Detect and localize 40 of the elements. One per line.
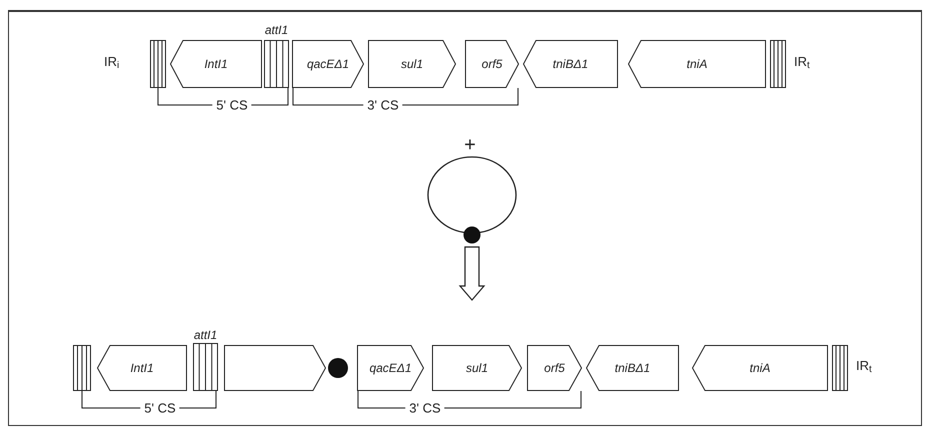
region-label: IR$_{t}$ [794,54,810,70]
gene-block [628,40,766,88]
repeat-block [73,345,91,391]
region-label: IR$_{t}$ [856,358,872,374]
recombination-dot [328,358,348,378]
site-label: attI1 [264,22,288,38]
gene-block [357,345,424,391]
gene-label: tniBΔ1 [552,57,588,71]
region-label: 5' CS [212,98,252,112]
repeat-block [770,40,786,88]
gene-label: orf5 [544,361,565,375]
gene-label: tniBΔ1 [614,361,650,375]
region-label: 3' CS [363,98,403,112]
gene-block [97,345,187,391]
gene-label: qacEΔ1 [306,57,350,71]
site-label: attI1 [194,327,218,343]
gene-label: sul1 [401,57,423,71]
gene-label: sul1 [466,361,488,375]
gene-block [368,40,456,88]
region-label: 3' CS [405,400,445,416]
gene-label: orf5 [482,57,502,71]
gene-label: tniA [686,57,708,71]
gene-block [586,345,679,391]
repeat-block [832,345,848,391]
gene-block [432,345,522,391]
gene-label: IntI1 [130,361,154,375]
gene-block [692,345,828,391]
cassette-circle [427,155,517,244]
gene-label: tniA [750,361,770,375]
gene-block [292,40,364,88]
gene-block [224,345,326,391]
gene-block [170,40,262,88]
gene-label: qacEΔ1 [369,361,412,375]
gene-block [527,345,582,391]
region-label: IR$_{i}$ [104,54,120,70]
gene-label: IntI1 [204,57,228,71]
gene-block [465,40,519,88]
repeat-block [150,40,166,88]
region-label: 5' CS [140,400,180,416]
gene-block [523,40,618,88]
